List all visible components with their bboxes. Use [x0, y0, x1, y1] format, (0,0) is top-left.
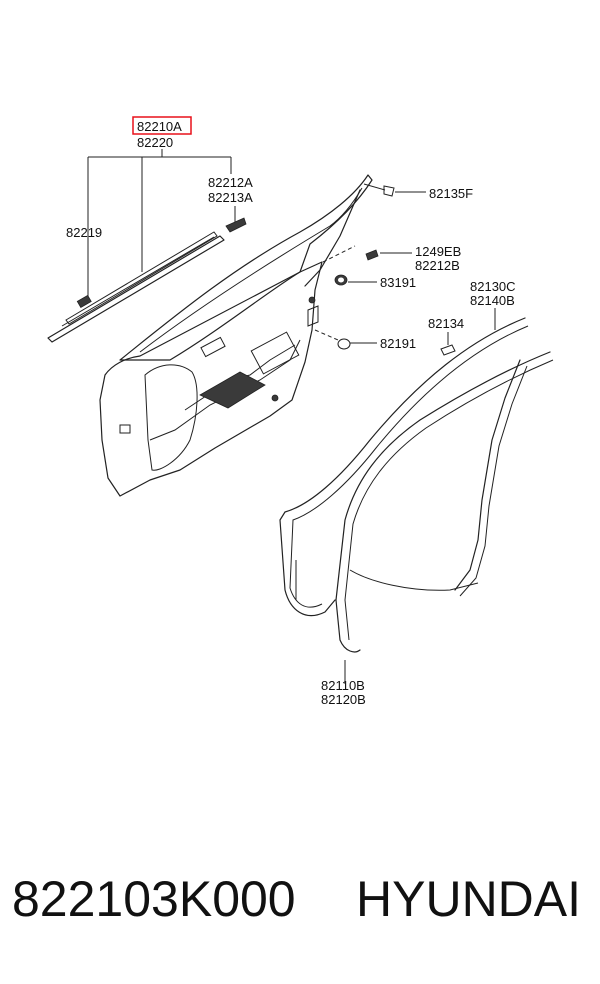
label-82212A[interactable]: 82212A — [208, 175, 253, 190]
weatherstrip-82110B — [295, 560, 479, 600]
belt-moulding-inner — [65, 231, 218, 325]
weatherstrip-82140B — [335, 351, 554, 653]
label-1249EB[interactable]: 1249EB — [415, 244, 461, 259]
label-82134[interactable]: 82134 — [428, 316, 464, 331]
label-82191[interactable]: 82191 — [380, 336, 416, 351]
label-82120B[interactable]: 82120B — [321, 692, 366, 707]
plug-82191 — [337, 338, 351, 350]
label-82212B[interactable]: 82212B — [415, 258, 460, 273]
clip-82212A — [225, 217, 247, 233]
label-82219[interactable]: 82219 — [66, 225, 102, 240]
weatherstrip-82130C — [279, 317, 529, 617]
label-82213A[interactable]: 82213A — [208, 190, 253, 205]
screw-1249EB — [365, 249, 379, 261]
belt-moulding-outer — [47, 235, 225, 343]
front-door — [99, 174, 373, 497]
fastener-82135F — [383, 185, 395, 197]
part-number: 822103K000 — [12, 871, 296, 927]
highlight-box-82210A — [132, 116, 192, 135]
label-83191[interactable]: 83191 — [380, 275, 416, 290]
leader-lines — [87, 149, 496, 684]
label-82210A[interactable]: 82210A — [137, 119, 182, 134]
label-82135F[interactable]: 82135F — [429, 186, 473, 201]
clip-82134 — [440, 344, 456, 356]
brand-name: HYUNDAI — [356, 871, 582, 927]
grommet-83191 — [334, 274, 348, 286]
label-82130C[interactable]: 82130C — [470, 279, 516, 294]
footer: 822103K000 HYUNDAI — [0, 870, 600, 950]
label-82110B[interactable]: 82110B — [321, 678, 365, 693]
label-82140B[interactable]: 82140B — [470, 293, 515, 308]
label-82220[interactable]: 82220 — [137, 135, 173, 150]
